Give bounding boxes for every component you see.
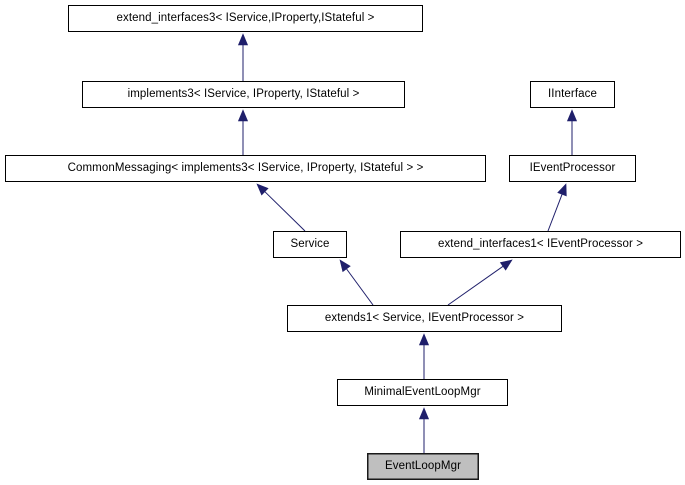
generalization-arrowhead	[256, 183, 269, 196]
inheritance-edge	[256, 183, 306, 232]
inheritance-edge	[418, 333, 430, 379]
class-node-label: extend_interfaces1< IEventProcessor >	[437, 237, 644, 250]
generalization-arrowhead	[237, 33, 249, 46]
inheritance-edge	[447, 259, 513, 306]
inheritance-edge	[339, 259, 374, 306]
class-node-label: IInterface	[548, 87, 597, 100]
class-node-label: extend_interfaces3< IService,IProperty,I…	[116, 11, 375, 24]
class-node-label: extends1< Service, IEventProcessor >	[324, 311, 525, 324]
class-node-label: implements3< IService, IProperty, IState…	[127, 87, 360, 100]
class-node-extend_interfaces3[interactable]: extend_interfaces3< IService,IProperty,I…	[68, 5, 423, 32]
class-node-CommonMessaging[interactable]: CommonMessaging< implements3< IService, …	[5, 155, 486, 182]
class-node-Service[interactable]: Service	[273, 231, 347, 258]
class-node-label: EventLoopMgr	[385, 459, 461, 472]
inheritance-edge	[237, 33, 249, 81]
generalization-arrowhead	[339, 259, 351, 273]
class-node-label: Service	[290, 237, 330, 250]
inheritance-edge	[418, 407, 430, 453]
inheritance-edge	[566, 109, 578, 155]
class-node-label: CommonMessaging< implements3< IService, …	[67, 161, 424, 174]
class-node-label: MinimalEventLoopMgr	[364, 385, 481, 398]
generalization-arrowhead	[566, 109, 578, 122]
generalization-arrowhead	[418, 407, 430, 420]
generalization-arrowhead	[557, 183, 567, 197]
class-node-EventLoopMgr[interactable]: EventLoopMgr	[367, 453, 479, 480]
generalization-arrowhead	[499, 259, 513, 271]
inheritance-edge	[547, 183, 567, 232]
class-node-label: IEventProcessor	[529, 161, 616, 174]
generalization-arrowhead	[237, 109, 249, 122]
generalization-arrowhead	[418, 333, 430, 346]
class-node-implements3[interactable]: implements3< IService, IProperty, IState…	[82, 81, 405, 108]
class-node-IEventProcessor[interactable]: IEventProcessor	[509, 155, 636, 182]
class-node-extend_interfaces1[interactable]: extend_interfaces1< IEventProcessor >	[400, 231, 681, 258]
inheritance-edge	[237, 109, 249, 155]
class-node-extends1[interactable]: extends1< Service, IEventProcessor >	[287, 305, 562, 332]
class-node-MinimalEventLoopMgr[interactable]: MinimalEventLoopMgr	[337, 379, 508, 406]
class-node-IInterface[interactable]: IInterface	[530, 81, 615, 108]
